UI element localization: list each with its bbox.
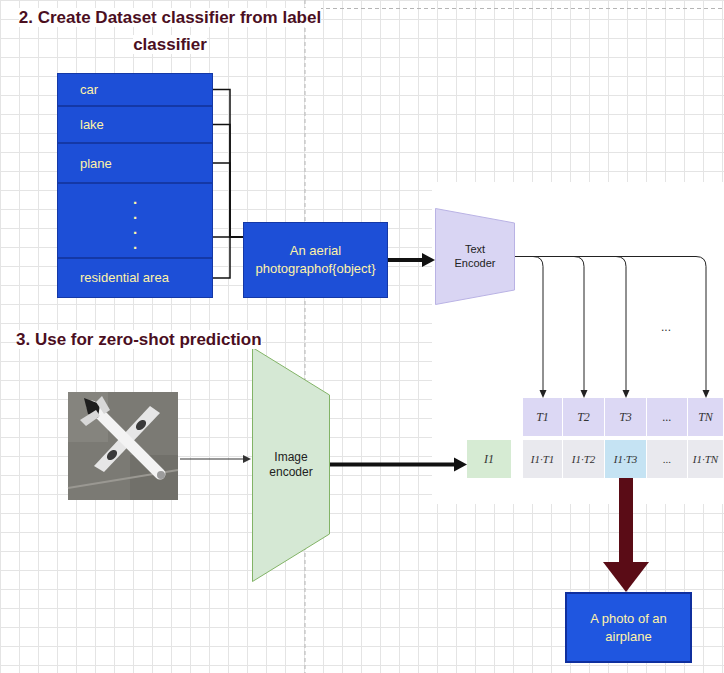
node-text: . (133, 206, 137, 221)
ellipsis-cell: ... (647, 398, 688, 436)
image-embedding-cell: I1 (467, 440, 511, 478)
node-text: ... (663, 410, 672, 425)
list-item: residential area (57, 258, 213, 298)
node-text: A photo of an airplane (575, 610, 682, 645)
node-text: car (80, 82, 98, 97)
ellipsis-label: ... (661, 320, 671, 334)
section-heading: 2. Create Dataset classifier from label … (19, 8, 321, 54)
node-text: ... (663, 453, 671, 465)
arrowhead (623, 390, 630, 398)
connector (515, 257, 630, 399)
trapezoid-outline (253, 348, 330, 582)
connector-line (213, 237, 243, 278)
connector (213, 237, 243, 278)
text-embedding-cell: T2 (563, 398, 605, 436)
ellipsis-cell: ... (647, 440, 688, 478)
node-text: lake (80, 117, 104, 132)
section-heading: 3. Use for zero-shot prediction (16, 330, 262, 349)
node-text: I1 (484, 452, 494, 467)
divider-line (305, 0, 306, 673)
list-item: car (57, 73, 213, 106)
connector-line (388, 258, 423, 262)
node-text: . (133, 191, 137, 206)
arrowhead (703, 390, 710, 398)
similarity-cell: I1·T3 (605, 440, 647, 478)
connector (603, 478, 649, 592)
connector-line (515, 257, 584, 392)
connector (330, 458, 467, 472)
text-encoder: Text Encoder (435, 208, 515, 305)
text-embedding-cell: TN (688, 398, 724, 436)
connector (388, 253, 435, 267)
node-text: plane (80, 156, 112, 171)
connector-line (515, 257, 706, 392)
ellipsis-label-box: ... (646, 320, 686, 334)
arrowhead (454, 458, 467, 472)
connector-line (619, 478, 633, 563)
node-text: residential area (80, 270, 169, 286)
section-heading-box: 3. Use for zero-shot prediction (16, 326, 262, 353)
connector (213, 125, 243, 238)
connector (515, 257, 547, 399)
white-panel (432, 182, 724, 504)
node-text: Image encoder (265, 450, 317, 479)
node-text: . (133, 236, 137, 251)
connector (213, 163, 243, 237)
arrowhead (603, 562, 649, 592)
photo-arrow (180, 455, 251, 463)
connector-line (330, 463, 455, 467)
node-text: I1·TN (693, 453, 718, 465)
divider-line (305, 8, 724, 9)
text-embedding-cell: T1 (523, 398, 563, 436)
list-item: plane (57, 143, 213, 183)
node-text: I1·T1 (531, 453, 555, 465)
node-text: T2 (577, 410, 590, 425)
result-box: A photo of an airplane (565, 592, 692, 663)
similarity-cell: I1·T2 (563, 440, 605, 478)
prompt-box: An aerial photographof{object} (243, 222, 388, 298)
node-text: Text Encoder (449, 243, 501, 269)
similarity-cell: I1·TN (688, 440, 724, 478)
connector-line (213, 125, 243, 238)
connector-line (515, 257, 543, 392)
connector (213, 90, 243, 238)
list-item: lake (57, 106, 213, 143)
arrowhead (581, 390, 588, 398)
arrowhead (422, 253, 435, 267)
node-text: I1·T3 (614, 453, 638, 465)
connector-line (515, 257, 626, 392)
node-text: An aerial photographof{object} (250, 242, 381, 277)
node-text: TN (698, 410, 713, 425)
section-heading-box: 2. Create Dataset classifier from label … (6, 4, 334, 58)
ellipsis-cell: .... (57, 183, 213, 258)
node-text: T1 (536, 410, 549, 425)
node-text: . (133, 221, 137, 236)
arrowhead (540, 390, 547, 398)
text-embedding-cell: T3 (605, 398, 647, 436)
similarity-cell: I1·T1 (523, 440, 563, 478)
connector (515, 257, 588, 399)
trapezoid-outline (436, 209, 515, 305)
airplane-photo (68, 392, 178, 500)
connector (515, 257, 710, 399)
connector-line (213, 163, 243, 237)
image-encoder: Image encoder (252, 347, 330, 582)
connector-line (213, 90, 243, 238)
node-text: I1·T2 (572, 453, 596, 465)
node-text: T3 (619, 410, 632, 425)
